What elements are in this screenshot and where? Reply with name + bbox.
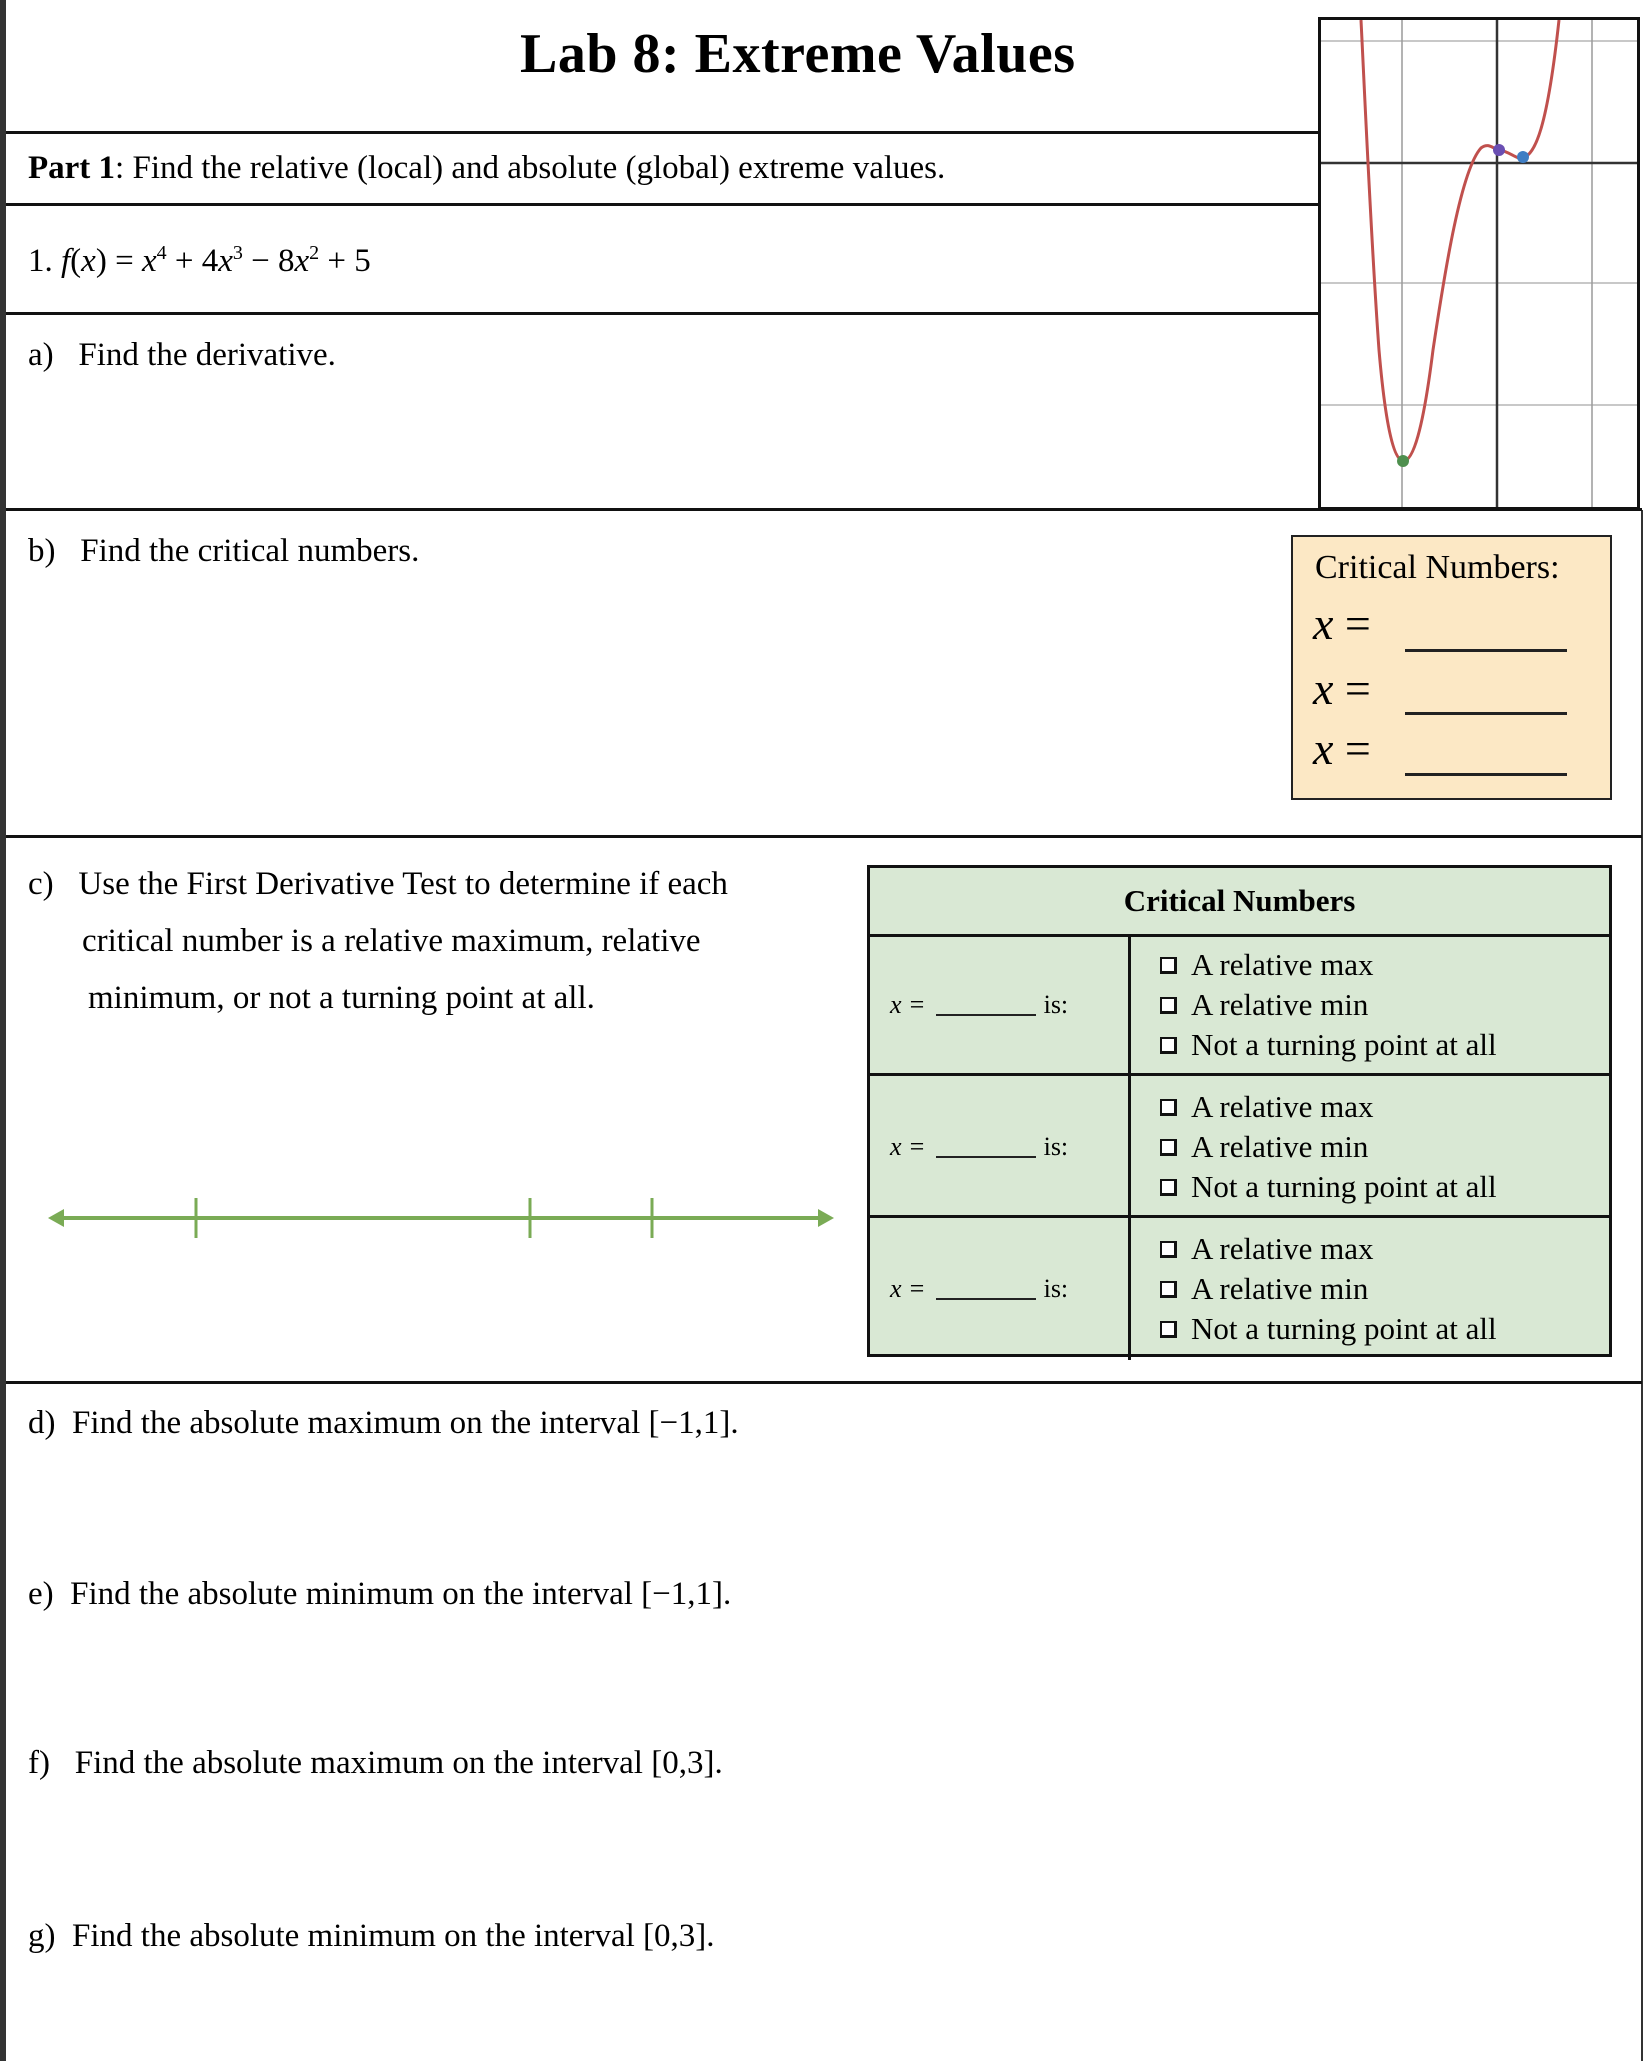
question-c: c) Use the First Derivative Test to dete… [28, 856, 728, 1027]
second-min-point [1517, 151, 1529, 163]
question-f: f) Find the absolute maximum on the inte… [28, 1745, 723, 1782]
checkbox-icon[interactable] [1160, 1320, 1177, 1338]
option-relative-max[interactable]: A relative max [1160, 945, 1497, 985]
table-cell-options: A relative max A relative min Not a turn… [1160, 945, 1497, 1065]
critical-numbers-title: Critical Numbers: [1315, 549, 1560, 586]
checkbox-icon[interactable] [1160, 1098, 1177, 1116]
checkbox-icon[interactable] [1160, 956, 1177, 974]
option-not-turning-point[interactable]: Not a turning point at all [1160, 1167, 1497, 1207]
function-graph [1318, 17, 1640, 510]
problem-number: 1. [28, 243, 53, 279]
question-b-text: Find the critical numbers. [80, 533, 420, 569]
divider-c [6, 1381, 1642, 1384]
question-e-label: e) [28, 1576, 54, 1612]
critical-numbers-table: Critical Numbers x =is: A relative max A… [867, 865, 1612, 1360]
relative-max-point [1493, 144, 1505, 156]
checkbox-icon[interactable] [1160, 1280, 1177, 1298]
option-relative-max[interactable]: A relative max [1160, 1229, 1497, 1269]
divider-title [6, 131, 1318, 134]
x-value-blank[interactable] [935, 1014, 1036, 1016]
relative-min-point [1397, 455, 1409, 467]
question-e: e) Find the absolute minimum on the inte… [28, 1576, 731, 1613]
question-g-text: Find the absolute minimum on the interva… [72, 1918, 715, 1954]
question-d-label: d) [28, 1405, 56, 1441]
part1-label: Part 1 [28, 150, 116, 186]
option-relative-min[interactable]: A relative min [1160, 1269, 1497, 1309]
checkbox-icon[interactable] [1160, 1178, 1177, 1196]
left-arrow-icon [48, 1209, 64, 1227]
question-a-text: Find the derivative. [78, 337, 336, 373]
question-c-label: c) [28, 866, 54, 902]
option-not-turning-point[interactable]: Not a turning point at all [1160, 1309, 1497, 1349]
critical-number-blank-2[interactable] [1405, 712, 1567, 715]
table-cell-x: x =is: [870, 1218, 1131, 1360]
graph-plot [1321, 19, 1637, 507]
table-cell-options: A relative max A relative min Not a turn… [1160, 1229, 1497, 1349]
function-definition: 1. f(x) = x4 + 4x3 − 8x2 + 5 [28, 242, 371, 279]
question-c-line3: minimum, or not a turning point at all. [88, 980, 595, 1016]
option-not-turning-point[interactable]: Not a turning point at all [1160, 1025, 1497, 1065]
checkbox-icon[interactable] [1160, 1036, 1177, 1054]
checkbox-icon[interactable] [1160, 1138, 1177, 1156]
table-row: x =is: A relative max A relative min Not… [870, 1215, 1609, 1360]
divider-b [6, 835, 1642, 838]
table-cell-x: x =is: [870, 1076, 1131, 1218]
page-left-border [0, 0, 6, 2061]
option-relative-max[interactable]: A relative max [1160, 1087, 1497, 1127]
divider-a [6, 508, 1642, 511]
page-title: Lab 8: Extreme Values [520, 23, 1076, 85]
question-d-text: Find the absolute maximum on the interva… [72, 1405, 739, 1441]
checkbox-icon[interactable] [1160, 1240, 1177, 1258]
page-right-border [1641, 510, 1643, 2061]
question-d: d) Find the absolute maximum on the inte… [28, 1405, 739, 1442]
critical-number-blank-3[interactable] [1405, 773, 1567, 776]
question-a-label: a) [28, 337, 54, 373]
table-header: Critical Numbers [870, 868, 1609, 937]
divider-function [6, 312, 1318, 315]
x-value-blank[interactable] [935, 1156, 1036, 1158]
divider-part1 [6, 203, 1318, 206]
question-c-line1: Use the First Derivative Test to determi… [78, 866, 728, 902]
critical-number-row-1: x = [1313, 598, 1371, 649]
option-relative-min[interactable]: A relative min [1160, 985, 1497, 1025]
question-b: b) Find the critical numbers. [28, 533, 419, 570]
checkbox-icon[interactable] [1160, 996, 1177, 1014]
question-f-label: f) [28, 1745, 50, 1781]
table-row: x =is: A relative max A relative min Not… [870, 1073, 1609, 1218]
critical-number-row-3: x = [1313, 723, 1371, 774]
part1-instruction: Part 1: Find the relative (local) and ab… [28, 150, 945, 187]
x-value-blank[interactable] [935, 1298, 1036, 1300]
question-g-label: g) [28, 1918, 56, 1954]
part1-text: : Find the relative (local) and absolute… [115, 150, 946, 186]
right-arrow-icon [818, 1209, 834, 1227]
function-expression: f [61, 243, 71, 279]
table-cell-options: A relative max A relative min Not a turn… [1160, 1087, 1497, 1207]
question-e-text: Find the absolute minimum on the interva… [70, 1576, 732, 1612]
critical-number-row-2: x = [1313, 663, 1371, 714]
option-relative-min[interactable]: A relative min [1160, 1127, 1497, 1167]
table-cell-x: x =is: [870, 934, 1131, 1076]
question-g: g) Find the absolute minimum on the inte… [28, 1918, 715, 1955]
question-c-line2: critical number is a relative maximum, r… [82, 923, 701, 959]
question-f-text: Find the absolute maximum on the interva… [74, 1745, 723, 1781]
number-line [48, 1198, 834, 1238]
question-a: a) Find the derivative. [28, 337, 336, 374]
question-b-label: b) [28, 533, 56, 569]
critical-numbers-box: Critical Numbers: x = x = x = [1291, 535, 1612, 800]
critical-number-blank-1[interactable] [1405, 649, 1567, 652]
table-row: x =is: A relative max A relative min Not… [870, 934, 1609, 1076]
